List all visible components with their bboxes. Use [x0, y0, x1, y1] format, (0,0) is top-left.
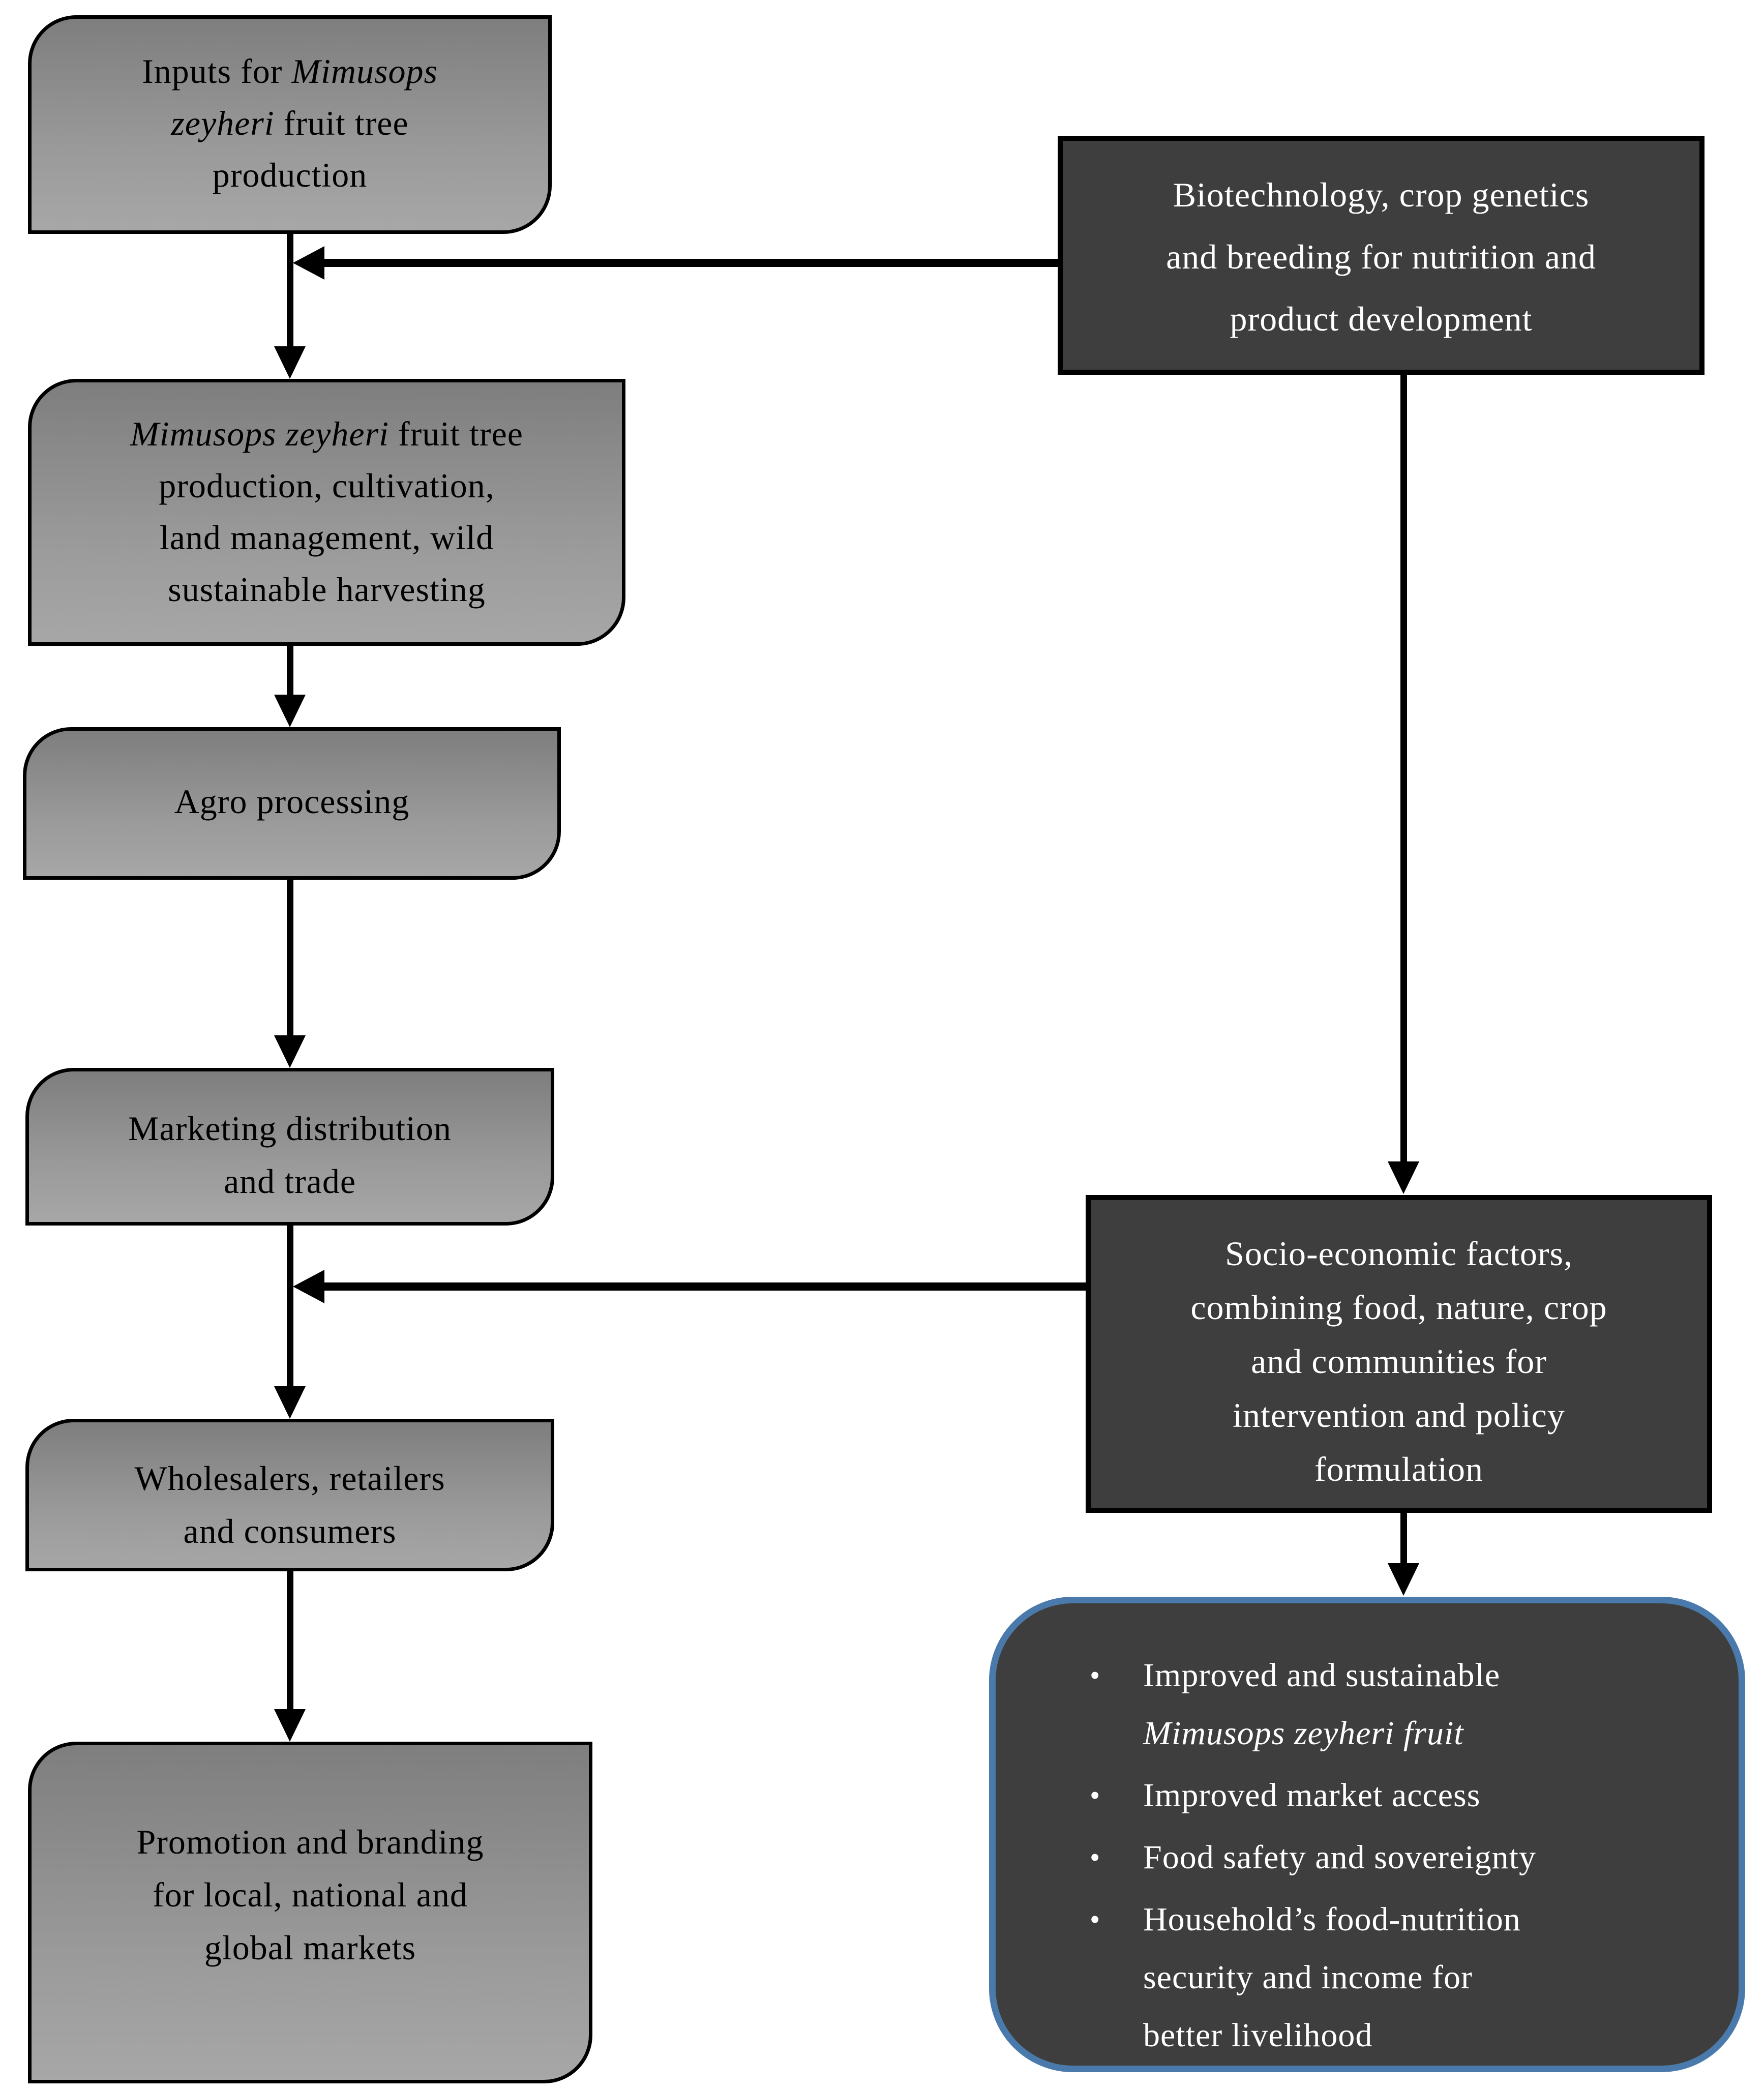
connector-inputs-to-production — [287, 234, 293, 347]
bullet-icon: • — [1090, 1841, 1101, 1874]
box-inputs-line1: Inputs for Mimusops — [142, 52, 438, 91]
box-production-line3: land management, wild — [159, 518, 494, 557]
arrowhead-down-icon — [274, 1386, 306, 1419]
arrowhead-down-icon — [274, 1035, 306, 1068]
box-marketing: Marketing distribution and trade — [25, 1068, 554, 1226]
box-biotechnology: Biotechnology, crop genetics and breedin… — [1058, 136, 1705, 375]
outcomes-item-3-text: Food safety and sovereignty — [1143, 1839, 1537, 1876]
box-inputs-line2: zeyheri fruit tree — [171, 104, 409, 142]
box-marketing-line1: Marketing distribution — [128, 1109, 452, 1148]
box-biotechnology-line3: product development — [1230, 300, 1533, 338]
outcomes-item-3: • Food safety and sovereignty — [1090, 1829, 1708, 1887]
box-biotechnology-line2: and breeding for nutrition and — [1166, 237, 1596, 276]
box-inputs-line3: production — [212, 156, 368, 194]
arrowhead-down-icon — [1388, 1161, 1419, 1194]
outcomes-item-4-text: Household’s food-nutrition security and … — [1143, 1901, 1521, 2054]
box-promotion: Promotion and branding for local, nation… — [28, 1742, 592, 2083]
box-production-line4: sustainable harvesting — [168, 570, 486, 609]
connector-wholesalers-to-promotion — [287, 1571, 293, 1710]
arrowhead-down-icon — [1388, 1563, 1419, 1596]
box-socioeconomic-line4: intervention and policy — [1233, 1396, 1565, 1435]
box-wholesalers-line1: Wholesalers, retailers — [134, 1459, 445, 1498]
box-socioeconomic: Socio-economic factors, combining food, … — [1086, 1195, 1712, 1513]
box-inputs: Inputs for Mimusops zeyheri fruit tree p… — [28, 15, 552, 234]
box-socioeconomic-line2: combining food, nature, crop — [1190, 1288, 1607, 1327]
box-wholesalers-line2: and consumers — [183, 1512, 397, 1550]
outcomes-item-2-text: Improved market access — [1143, 1777, 1481, 1814]
box-promotion-line3: global markets — [204, 1928, 416, 1967]
box-wholesalers: Wholesalers, retailers and consumers — [25, 1419, 554, 1571]
connector-biotech-to-socio — [1400, 375, 1407, 1162]
outcomes-item-1: • Improved and sustainable Mimusops zeyh… — [1090, 1647, 1708, 1763]
box-socioeconomic-line1: Socio-economic factors, — [1225, 1234, 1573, 1273]
bullet-icon: • — [1090, 1779, 1101, 1812]
connector-marketing-to-wholesalers — [287, 1226, 293, 1387]
box-promotion-line2: for local, national and — [153, 1875, 468, 1914]
box-agro-line1: Agro processing — [174, 782, 410, 821]
arrowhead-left-icon — [293, 1270, 324, 1303]
box-production-line2: production, cultivation, — [159, 466, 495, 505]
outcomes-item-1-text: Improved and sustainable Mimusops zeyher… — [1143, 1657, 1501, 1752]
arrowhead-left-icon — [293, 246, 324, 280]
box-marketing-line2: and trade — [223, 1162, 356, 1201]
box-promotion-line1: Promotion and branding — [136, 1823, 484, 1861]
bullet-icon: • — [1090, 1659, 1101, 1692]
outcomes-list: • Improved and sustainable Mimusops zeyh… — [1090, 1647, 1708, 2065]
arrowhead-down-icon — [274, 1709, 306, 1742]
connector-socio-to-chain — [322, 1282, 1086, 1291]
box-production-line1: Mimusops zeyheri fruit tree — [130, 414, 523, 453]
box-agro: Agro processing — [23, 727, 561, 880]
arrowhead-down-icon — [274, 346, 306, 379]
connector-agro-to-marketing — [287, 880, 293, 1036]
connector-biotech-to-chain — [322, 259, 1058, 267]
outcomes-item-4: • Household’s food-nutrition security an… — [1090, 1891, 1708, 2065]
box-outcomes: • Improved and sustainable Mimusops zeyh… — [989, 1597, 1745, 2072]
bullet-icon: • — [1090, 1903, 1101, 1936]
box-socioeconomic-line5: formulation — [1314, 1450, 1484, 1488]
box-production: Mimusops zeyheri fruit tree production, … — [28, 379, 625, 646]
box-socioeconomic-line3: and communities for — [1251, 1342, 1547, 1381]
connector-production-to-agro — [287, 646, 293, 696]
connector-socio-to-outcomes — [1400, 1513, 1407, 1564]
box-biotechnology-line1: Biotechnology, crop genetics — [1173, 175, 1590, 214]
arrowhead-down-icon — [274, 695, 306, 727]
outcomes-item-2: • Improved market access — [1090, 1767, 1708, 1825]
